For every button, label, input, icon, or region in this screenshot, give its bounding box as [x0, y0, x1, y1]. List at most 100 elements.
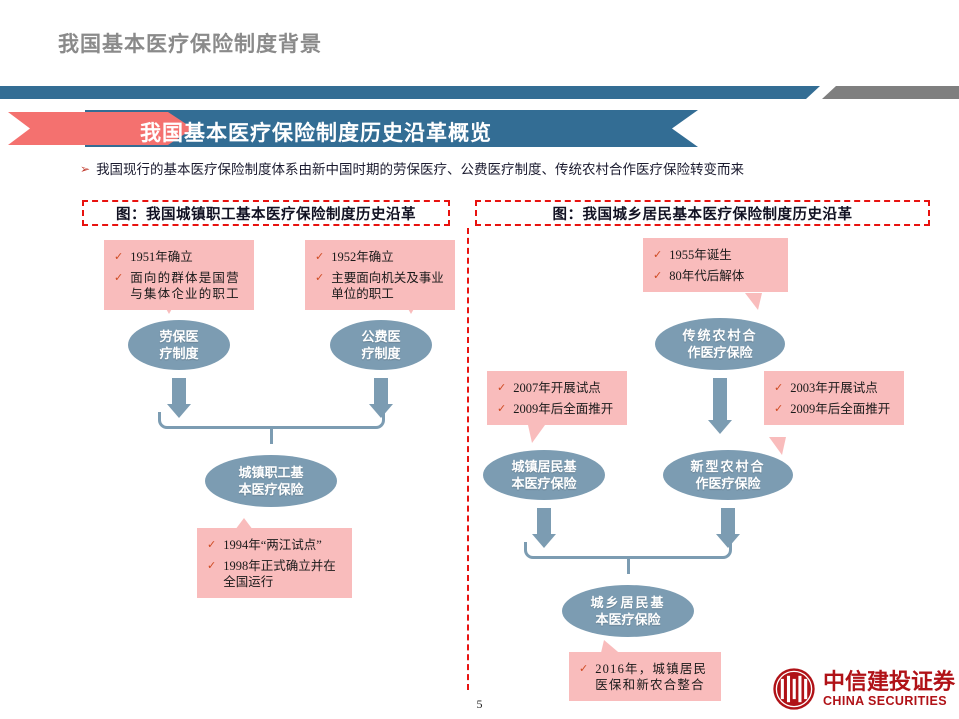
callout-text: 80年代后解体 [669, 269, 745, 283]
node-chuantong: 传统农村合 作医疗保险 [655, 318, 785, 370]
callout-line: ✓ 1998年正式确立并在全国运行 [207, 558, 342, 590]
callout-text: 1952年确立 [331, 250, 394, 264]
callout-zhigong: ✓ 1994年“两江试点” ✓ 1998年正式确立并在全国运行 [197, 528, 352, 598]
callout-line: ✓ 1952年确立 [315, 249, 445, 265]
page-title: 我国基本医疗保险制度背景 [58, 33, 322, 56]
node-line-1: 城镇居民基 [511, 459, 577, 474]
callout-text: 2007年开展试点 [513, 381, 601, 395]
callout-line: ✓ 2016年，城镇居民医保和新农合整合 [579, 661, 711, 693]
node-gongfei: 公费医 疗制度 [330, 320, 432, 370]
callout-line: ✓ 2009年后全面推开 [497, 401, 617, 417]
node-chengzhen: 城镇居民基 本医疗保险 [483, 450, 605, 500]
intro-bullet-text: 我国现行的基本医疗保险制度体系由新中国时期的劳保医疗、公费医疗制度、传统农村合作… [96, 162, 745, 177]
node-line-1: 传统农村合 [682, 328, 758, 343]
banner-title: 我国基本医疗保险制度历史沿革概览 [140, 122, 492, 145]
arrow-gongfei-shaft [374, 378, 388, 404]
check-icon: ✓ [653, 270, 663, 282]
arrow-laobao-head [167, 404, 191, 418]
citic-emblem-icon [773, 668, 815, 710]
callout-text: 2009年后全面推开 [790, 402, 891, 416]
node-line-2: 本医疗保险 [511, 476, 577, 491]
callout-chengxiang: ✓ 2016年，城镇居民医保和新农合整合 [569, 652, 721, 701]
intro-bullet: ➢ 我国现行的基本医疗保险制度体系由新中国时期的劳保医疗、公费医疗制度、传统农村… [80, 160, 744, 179]
node-xinnonghe: 新型农村合 作医疗保险 [663, 450, 793, 500]
banner-pink-chevron [8, 112, 193, 145]
node-line-2: 作医疗保险 [687, 345, 753, 360]
section-banner: 我国基本医疗保险制度历史沿革概览 [0, 110, 720, 147]
merge-bracket-right [524, 542, 732, 559]
check-icon: ✓ [774, 382, 784, 394]
arrow-chengzhen-shaft [537, 508, 551, 534]
node-zhigong: 城镇职工基 本医疗保险 [205, 455, 337, 507]
check-icon: ✓ [114, 272, 124, 284]
arrow-xinnonghe-shaft [721, 508, 735, 534]
check-icon: ✓ [207, 539, 217, 551]
check-icon: ✓ [497, 403, 507, 415]
node-line-2: 本医疗保险 [595, 612, 661, 627]
node-line-2: 本医疗保险 [238, 482, 304, 497]
header-bar-gray [822, 86, 959, 99]
callout-tail-chuantong [745, 293, 762, 310]
callout-xinnonghe: ✓ 2003年开展试点 ✓ 2009年后全面推开 [764, 371, 904, 425]
callout-tail-chengzhen [528, 425, 545, 443]
arrow-chuantong-head [708, 420, 732, 434]
node-chengxiang: 城乡居民基 本医疗保险 [562, 585, 694, 637]
callout-line: ✓ 主要面向机关及事业单位的职工 [315, 270, 445, 302]
callout-tail-gongfei [402, 298, 420, 314]
callout-laobao: ✓ 1951年确立 ✓ 面向的群体是国营与集体企业的职工 [104, 240, 254, 310]
callout-gongfei: ✓ 1952年确立 ✓ 主要面向机关及事业单位的职工 [305, 240, 455, 310]
callout-text: 2016年，城镇居民医保和新农合整合 [595, 662, 708, 692]
logo-text-block: 中信建投证券 CHINA SECURITIES [823, 669, 956, 709]
callout-text: 主要面向机关及事业单位的职工 [331, 271, 444, 301]
callout-line: ✓ 1951年确立 [114, 249, 244, 265]
callout-text: 1994年“两江试点” [223, 538, 322, 552]
callout-line: ✓ 面向的群体是国营与集体企业的职工 [114, 270, 244, 302]
node-line-1: 劳保医 [159, 329, 199, 344]
callout-line: ✓ 80年代后解体 [653, 268, 778, 284]
callout-text: 1998年正式确立并在全国运行 [223, 559, 336, 589]
company-logo: 中信建投证券 CHINA SECURITIES [772, 667, 955, 711]
callout-chengzhen: ✓ 2007年开展试点 ✓ 2009年后全面推开 [487, 371, 627, 425]
check-icon: ✓ [207, 560, 217, 572]
left-chart-title: 图：我国城镇职工基本医疗保险制度历史沿革 [82, 200, 450, 226]
node-line-2: 疗制度 [159, 346, 199, 361]
callout-text: 1951年确立 [130, 250, 193, 264]
logo-text-en: CHINA SECURITIES [823, 694, 948, 708]
callout-line: ✓ 1994年“两江试点” [207, 537, 342, 553]
check-icon: ✓ [579, 663, 589, 675]
page-number: 5 [476, 697, 483, 711]
center-dashed-divider [467, 228, 469, 690]
callout-text: 2009年后全面推开 [513, 402, 614, 416]
callout-tail-xinnonghe [769, 437, 786, 455]
node-line-2: 疗制度 [361, 346, 401, 361]
merge-stem-right [627, 558, 630, 574]
logo-text-cn: 中信建投证券 [823, 669, 956, 694]
node-line-2: 作医疗保险 [695, 476, 761, 491]
node-line-1: 公费医 [361, 329, 401, 344]
check-icon: ✓ [315, 272, 325, 284]
right-chart-title: 图：我国城乡居民基本医疗保险制度历史沿革 [475, 200, 930, 226]
check-icon: ✓ [653, 249, 663, 261]
callout-line: ✓ 2009年后全面推开 [774, 401, 894, 417]
node-line-1: 新型农村合 [690, 459, 766, 474]
arrow-gongfei-head [369, 404, 393, 418]
callout-line: ✓ 1955年诞生 [653, 247, 778, 263]
check-icon: ✓ [315, 251, 325, 263]
header-bar-blue [0, 86, 820, 99]
node-line-1: 城乡居民基 [590, 595, 666, 610]
arrow-chengzhen-head [532, 534, 556, 548]
callout-tail-laobao [160, 298, 178, 314]
check-icon: ✓ [774, 403, 784, 415]
callout-text: 1955年诞生 [669, 248, 732, 262]
callout-line: ✓ 2003年开展试点 [774, 380, 894, 396]
node-line-1: 城镇职工基 [238, 465, 304, 480]
arrow-xinnonghe-head [716, 534, 740, 548]
merge-stem-left [270, 428, 273, 444]
callout-chuantong: ✓ 1955年诞生 ✓ 80年代后解体 [643, 238, 788, 292]
node-laobao: 劳保医 疗制度 [128, 320, 230, 370]
callout-line: ✓ 2007年开展试点 [497, 380, 617, 396]
callout-text: 2003年开展试点 [790, 381, 878, 395]
arrow-laobao-shaft [172, 378, 186, 404]
merge-bracket-left [158, 412, 385, 429]
